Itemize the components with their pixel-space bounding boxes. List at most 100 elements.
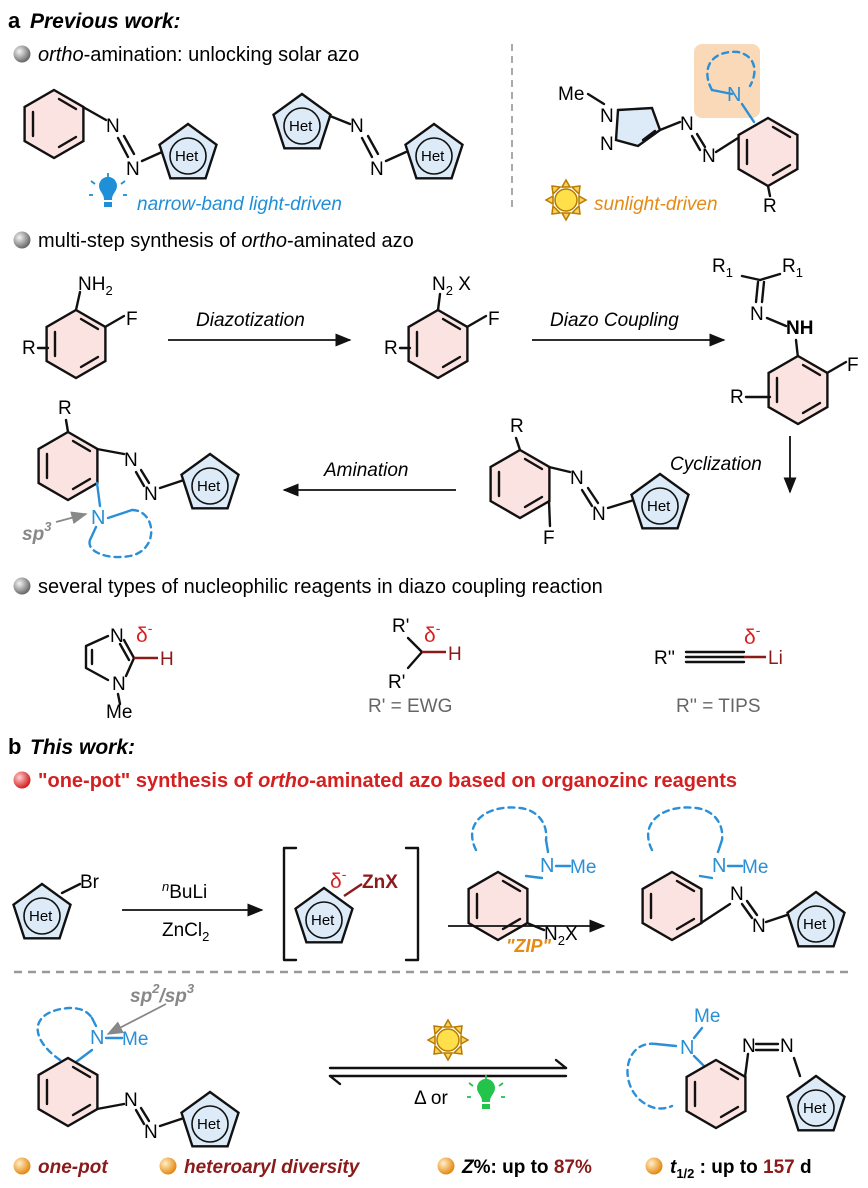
feature-half-life: t1/2 : up to 157 d bbox=[670, 1157, 812, 1181]
amination-label: Amination bbox=[323, 460, 409, 481]
svg-text:Me: Me bbox=[742, 857, 768, 878]
svg-text:R': R' bbox=[388, 672, 405, 693]
bullet-icon bbox=[13, 1157, 31, 1175]
svg-text:Het: Het bbox=[197, 478, 221, 495]
sun-icon bbox=[427, 1019, 469, 1061]
photoswitch-equilibrium: Δ or bbox=[328, 1019, 568, 1110]
fluoro-azo-het: R N N Het F bbox=[489, 416, 690, 549]
svg-text:Br: Br bbox=[80, 872, 100, 893]
svg-text:N: N bbox=[600, 134, 614, 155]
pyrazole-azo-amine: N Me N N N N R bbox=[558, 44, 799, 217]
nbuli-label: nBuLi bbox=[162, 879, 207, 903]
ortho-aminated-azo: R N N Het N sp3 bbox=[22, 398, 240, 559]
zip-product: N Me N N Het bbox=[641, 806, 846, 948]
svg-text:R: R bbox=[58, 398, 72, 419]
svg-text:N: N bbox=[110, 626, 124, 647]
svg-text:N: N bbox=[126, 159, 140, 180]
features-row: one-pot heteroaryl diversity Z%: up to 8… bbox=[13, 1157, 812, 1181]
svg-text:N: N bbox=[106, 116, 120, 137]
svg-text:N: N bbox=[124, 1090, 138, 1111]
svg-text:R' = EWG: R' = EWG bbox=[368, 696, 452, 717]
bullet-icon bbox=[13, 231, 31, 249]
bullet-icon bbox=[13, 45, 31, 63]
zip-label: "ZIP" bbox=[506, 936, 552, 956]
svg-text:N: N bbox=[370, 159, 384, 180]
organozinc-intermediate: Het ZnX δ- bbox=[282, 846, 420, 962]
svg-text:N: N bbox=[90, 1027, 104, 1049]
bullet-ortho-amination: ortho-amination: unlocking solar azo bbox=[38, 44, 359, 66]
svg-text:Het: Het bbox=[421, 148, 445, 165]
svg-text:R: R bbox=[763, 196, 777, 217]
svg-text:Het: Het bbox=[647, 498, 671, 515]
svg-text:N: N bbox=[91, 507, 105, 529]
svg-text:N: N bbox=[730, 884, 744, 905]
bullet-icon bbox=[159, 1157, 177, 1175]
svg-text:sp2/sp3: sp2/sp3 bbox=[130, 981, 195, 1007]
bromo-het: n Het Br bbox=[12, 872, 100, 940]
diazonium-salt: N2 X F R bbox=[384, 274, 500, 380]
active-methylene: R' R' H δ- R' = EWG bbox=[368, 616, 462, 717]
svg-text:N: N bbox=[712, 855, 726, 877]
svg-text:δ-: δ- bbox=[136, 620, 153, 647]
svg-text:δ-: δ- bbox=[424, 620, 441, 647]
diazo-coupling-label: Diazo Coupling bbox=[550, 310, 679, 331]
svg-text:R: R bbox=[384, 338, 398, 359]
e-isomer: N Me N N Het sp2/sp3 bbox=[36, 981, 240, 1148]
svg-text:R: R bbox=[730, 387, 744, 408]
svg-text:N: N bbox=[144, 1122, 158, 1143]
part-b-title: This work: bbox=[30, 736, 135, 759]
part-a-title: Previous work: bbox=[30, 10, 181, 33]
svg-text:Me: Me bbox=[570, 857, 596, 878]
part-b-label: b bbox=[8, 734, 21, 759]
svg-text:δ-: δ- bbox=[744, 622, 761, 649]
svg-text:Het: Het bbox=[803, 916, 827, 933]
svg-text:sp3: sp3 bbox=[22, 519, 52, 545]
svg-text:R'' = TIPS: R'' = TIPS bbox=[676, 696, 761, 717]
svg-text:R1: R1 bbox=[782, 256, 803, 280]
svg-text:N: N bbox=[752, 916, 766, 937]
feature-heteroaryl-diversity: heteroaryl diversity bbox=[184, 1157, 361, 1178]
svg-text:N: N bbox=[350, 116, 364, 137]
svg-text:R'': R'' bbox=[654, 648, 675, 669]
svg-text:Het: Het bbox=[803, 1100, 827, 1117]
svg-text:Me: Me bbox=[106, 702, 132, 723]
svg-text:N: N bbox=[727, 84, 741, 106]
feature-one-pot: one-pot bbox=[38, 1157, 108, 1178]
svg-text:Li: Li bbox=[768, 648, 783, 669]
svg-text:H: H bbox=[448, 644, 462, 665]
narrow-band-label: narrow-band light-driven bbox=[137, 194, 342, 215]
fluoroaniline: NH2 F R bbox=[22, 274, 138, 380]
svg-text:F: F bbox=[847, 355, 859, 376]
svg-text:N: N bbox=[600, 106, 614, 127]
n-methylimidazole: N N H δ- Me bbox=[84, 620, 174, 723]
svg-text:R1: R1 bbox=[712, 256, 733, 280]
sunlight-label: sunlight-driven bbox=[594, 194, 718, 215]
het-azo-het: Het N N Het bbox=[272, 92, 464, 180]
sun-icon bbox=[545, 179, 587, 221]
part-a-label: a bbox=[8, 8, 21, 33]
headline-one-pot: "one-pot" synthesis of ortho-aminated az… bbox=[38, 770, 737, 792]
part-a: a Previous work: ortho-amination: unlock… bbox=[8, 8, 859, 723]
svg-text:F: F bbox=[126, 309, 138, 330]
cyclization-label: Cyclization bbox=[670, 454, 762, 475]
svg-text:N: N bbox=[742, 1036, 756, 1057]
svg-text:N: N bbox=[702, 146, 716, 167]
svg-text:N: N bbox=[540, 855, 554, 877]
alkynyl-lithium: R'' Li δ- R'' = TIPS bbox=[654, 622, 783, 717]
svg-text:Het: Het bbox=[197, 1116, 221, 1133]
diazotization-label: Diazotization bbox=[196, 310, 305, 331]
svg-text:F: F bbox=[488, 309, 500, 330]
svg-text:Me: Me bbox=[694, 1006, 720, 1027]
svg-text:N2X: N2X bbox=[544, 924, 578, 948]
svg-text:N: N bbox=[680, 114, 694, 135]
bullet-icon bbox=[13, 577, 31, 595]
svg-text:H: H bbox=[160, 649, 174, 670]
delta-or-label: Δ or bbox=[414, 1088, 448, 1109]
svg-text:Me: Me bbox=[558, 84, 584, 105]
feature-z-percent: Z%: up to 87% bbox=[461, 1157, 592, 1178]
bullet-nucleophiles: several types of nucleophilic reagents i… bbox=[38, 576, 603, 598]
het-label: Het bbox=[175, 148, 199, 165]
svg-text:R: R bbox=[510, 416, 524, 437]
bullet-multistep: multi-step synthesis of ortho-aminated a… bbox=[38, 230, 414, 252]
